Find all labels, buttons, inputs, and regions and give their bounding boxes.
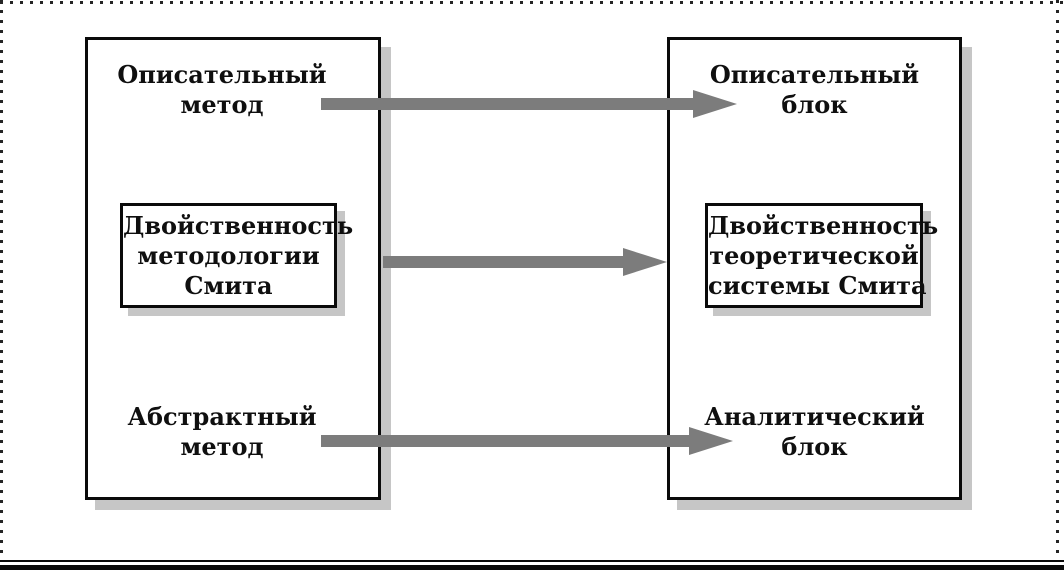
abstract-method-label: Абстрактный метод <box>88 402 378 462</box>
label-line: метод <box>180 432 264 461</box>
bottom-rule-thin <box>0 560 1064 562</box>
arrow-top-shaft <box>321 98 696 110</box>
smith-theory-duality-box: Двойственность теоретической системы Сми… <box>705 203 939 308</box>
arrow-bottom-head-icon <box>689 427 733 455</box>
arrow-middle-shaft <box>383 256 626 268</box>
inner-box-line: Двойственность <box>708 210 939 240</box>
inner-box-line: Двойственность <box>123 210 354 240</box>
label-line: Описательный <box>709 60 920 89</box>
inner-box-line: Смита <box>184 270 273 300</box>
descriptive-block-label: Описательный блок <box>670 60 959 120</box>
arrow-bottom-shaft <box>321 435 691 447</box>
label-line: Аналитический <box>704 402 925 431</box>
inner-box-line: методологии <box>137 240 320 270</box>
dotted-border-left <box>0 0 3 557</box>
label-line: блок <box>781 432 848 461</box>
label-line: блок <box>781 90 848 119</box>
label-line: метод <box>180 90 264 119</box>
bottom-rule-thick <box>0 565 1064 570</box>
analytical-block-label: Аналитический блок <box>670 402 959 462</box>
arrow-middle-head-icon <box>623 248 667 276</box>
inner-box-line: системы Смита <box>708 270 927 300</box>
label-line: Абстрактный <box>127 402 317 431</box>
blocks-panel: Описательный блок Двойственность теорети… <box>667 37 962 500</box>
smith-methodology-duality-box: Двойственность методологии Смита <box>120 203 354 308</box>
descriptive-method-label: Описательный метод <box>88 60 378 120</box>
label-line: Описательный <box>117 60 327 89</box>
arrow-top-head-icon <box>693 90 737 118</box>
dotted-border-right <box>1056 0 1059 557</box>
dotted-border-top <box>0 1 1064 4</box>
methods-panel: Описательный метод Двойственность методо… <box>85 37 381 500</box>
inner-box-line: теоретической <box>709 240 919 270</box>
